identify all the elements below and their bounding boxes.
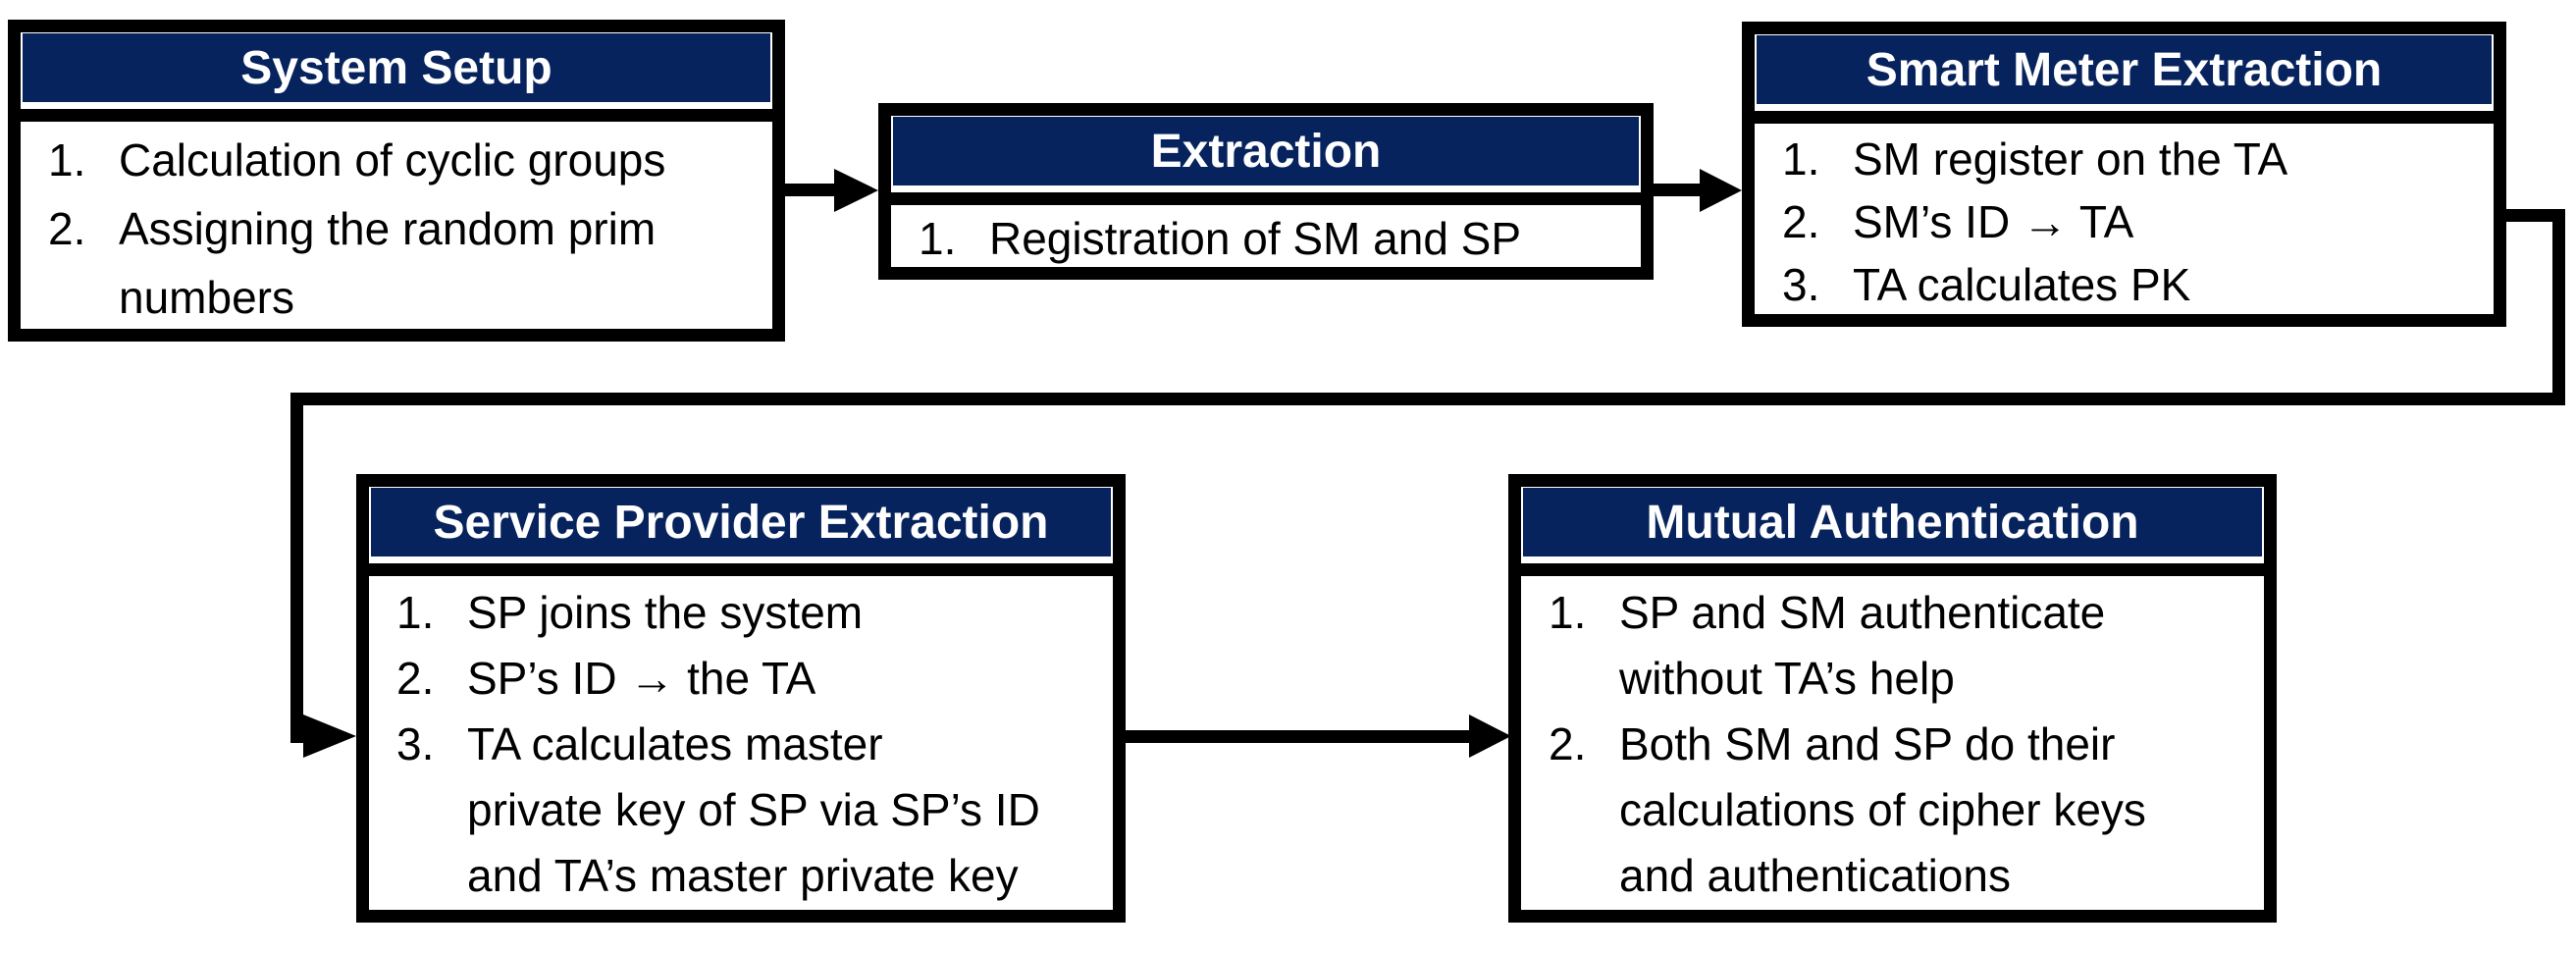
header-divider <box>21 109 772 122</box>
list-item: 1. Calculation of cyclic groups <box>48 126 759 194</box>
box-title: Smart Meter Extraction <box>1757 35 2492 104</box>
box-mutual-authentication: Mutual Authentication 1. SP and SM authe… <box>1508 474 2277 923</box>
item-number: 2. <box>396 653 435 704</box>
divider-gap <box>369 556 1113 563</box>
connector-left-down-segment <box>290 393 303 743</box>
box-title: System Setup <box>23 33 770 102</box>
box-title: Service Provider Extraction <box>371 488 1111 556</box>
item-text: Calculation of cyclic groups <box>119 134 666 185</box>
list-item: 3. TA calculates PK <box>1782 253 2480 316</box>
box-body: 1. SP joins the system 2. SP’s ID → the … <box>369 576 1113 909</box>
connector-system-setup-to-extraction <box>785 184 834 196</box>
item-number: 3. <box>396 718 435 769</box>
item-text: TA calculates PK <box>1853 259 2191 310</box>
item-text: without TA’s help <box>1619 653 1955 704</box>
item-text: calculations of cipher keys <box>1619 784 2146 835</box>
divider-gap <box>1521 556 2264 563</box>
item-number: 2. <box>48 203 86 254</box>
item-number: 1. <box>396 587 435 638</box>
divider-gap <box>1755 104 2494 111</box>
box-body: 1. Registration of SM and SP <box>891 205 1641 266</box>
divider-gap <box>891 185 1641 192</box>
item-text: Registration of SM and SP <box>989 213 1522 264</box>
connector-extraction-to-smart-meter <box>1654 184 1700 196</box>
item-text: SP joins the system <box>467 587 864 638</box>
box-smart-meter-extraction: Smart Meter Extraction 1. SM register on… <box>1742 22 2506 327</box>
arrow-right-icon <box>834 169 878 212</box>
item-number: 3. <box>1782 259 1820 310</box>
item-number: 2. <box>1549 718 1587 769</box>
item-number: 2. <box>1782 196 1820 247</box>
item-text: SP and SM authenticate <box>1619 587 2106 638</box>
divider-gap <box>21 102 772 109</box>
item-text: SP’s ID → the TA <box>467 653 816 704</box>
arrow-right-icon <box>1700 169 1742 212</box>
list-item: 2. Both SM and SP do their calculations … <box>1549 712 2250 909</box>
connector-smart-meter-out-segment <box>2506 209 2565 222</box>
list-item: 2. Assigning the random prim numbers <box>48 194 759 332</box>
header-divider <box>891 192 1641 205</box>
list-item: 2. SM’s ID → TA <box>1782 190 2480 253</box>
item-text: SM register on the TA <box>1853 133 2288 185</box>
box-body: 1. SM register on the TA 2. SM’s ID → TA… <box>1755 124 2494 316</box>
header-divider <box>1755 111 2494 124</box>
box-system-setup: System Setup 1. Calculation of cyclic gr… <box>8 20 785 342</box>
list-item: 1. SM register on the TA <box>1782 128 2480 190</box>
connector-right-down-segment <box>2552 209 2565 405</box>
box-body: 1. SP and SM authenticate without TA’s h… <box>1521 576 2264 909</box>
list-item: 1. SP joins the system <box>396 580 1099 646</box>
arrow-right-icon <box>1469 715 1511 758</box>
item-text: and TA’s master private key <box>467 850 1019 901</box>
connector-spe-to-mutual-auth <box>1126 730 1469 743</box>
arrow-right-icon <box>303 715 356 758</box>
item-text: Assigning the random prim <box>119 203 657 254</box>
item-text: TA calculates master <box>467 718 883 769</box>
box-title: Mutual Authentication <box>1523 488 2262 556</box>
item-number: 1. <box>919 213 957 264</box>
header-divider <box>1521 563 2264 576</box>
header-divider <box>369 563 1113 576</box>
box-service-provider-extraction: Service Provider Extraction 1. SP joins … <box>356 474 1126 923</box>
item-number: 1. <box>1782 133 1820 185</box>
item-text: SM’s ID → TA <box>1853 196 2134 247</box>
item-text: private key of SP via SP’s ID <box>467 784 1040 835</box>
list-item: 1. Registration of SM and SP <box>919 211 1627 266</box>
item-text: and authentications <box>1619 850 2011 901</box>
item-text: numbers <box>119 272 294 323</box>
list-item: 2. SP’s ID → the TA <box>396 646 1099 712</box>
box-body: 1. Calculation of cyclic groups 2. Assig… <box>21 122 772 332</box>
item-number: 1. <box>1549 587 1587 638</box>
connector-across-segment <box>290 393 2565 405</box>
list-item: 3. TA calculates master private key of S… <box>396 712 1099 909</box>
item-number: 1. <box>48 134 86 185</box>
item-text: Both SM and SP do their <box>1619 718 2116 769</box>
box-extraction: Extraction 1. Registration of SM and SP <box>878 103 1654 280</box>
box-title: Extraction <box>893 117 1639 185</box>
list-item: 1. SP and SM authenticate without TA’s h… <box>1549 580 2250 712</box>
